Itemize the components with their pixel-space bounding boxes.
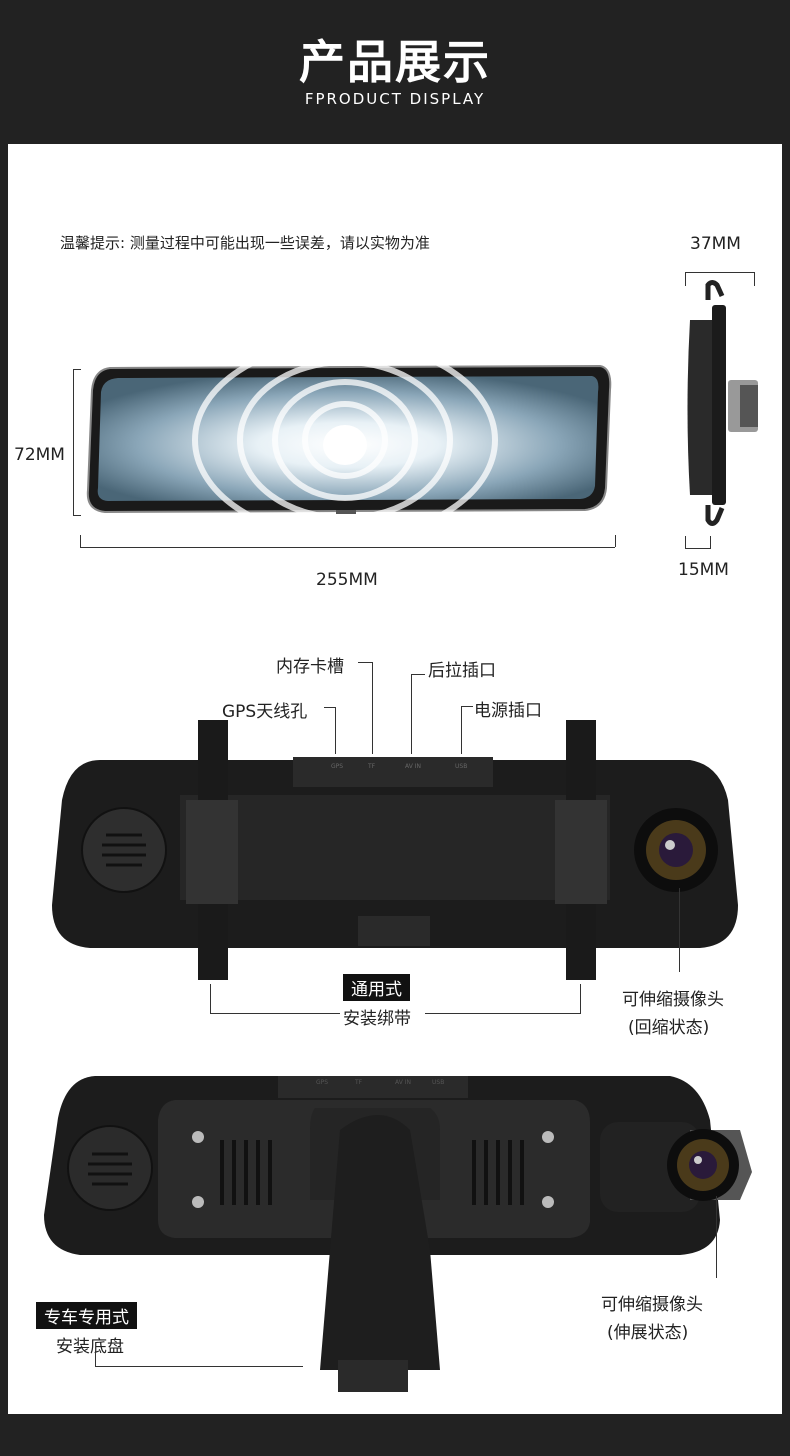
rear-port-leader-h — [411, 674, 425, 675]
port-mark-gps: GPS — [331, 763, 343, 770]
camera-retracted-state: (回缩状态) — [628, 1018, 710, 1038]
front-mirror-illustration — [86, 339, 612, 541]
strap-bracket-left-h — [210, 1013, 340, 1014]
power-leader-v — [461, 706, 462, 754]
camera-extended-state: (伸展状态) — [607, 1323, 689, 1343]
mount-port-mark-tf: TF — [354, 1079, 363, 1086]
rear-view-illustration: GPS TF AV IN USB — [52, 720, 738, 980]
port-mark-tf: TF — [367, 763, 376, 770]
base-leader-h — [95, 1366, 303, 1367]
gps-leader-h — [324, 707, 336, 708]
side-view-illustration — [687, 280, 758, 526]
rear-port-leader-v — [411, 674, 412, 754]
base-label: 安装底盘 — [56, 1337, 124, 1357]
height-dim-tick-top — [73, 369, 81, 370]
header-banner: 产品展示 FPRODUCT DISPLAY — [0, 0, 790, 143]
width-dimension: 255MM — [316, 570, 378, 590]
strap-type-tag: 通用式 — [343, 974, 410, 1001]
memory-slot-leader-h — [358, 662, 372, 663]
rear-port-label: 后拉插口 — [428, 661, 496, 681]
camera-retracted-leader — [679, 888, 680, 972]
strap-bracket-right-h — [425, 1013, 580, 1014]
gps-leader-v — [335, 707, 336, 754]
strap-label: 安装绑带 — [343, 1009, 411, 1029]
mount-port-mark-usb: USB — [432, 1079, 444, 1086]
depth-bottom-tick-left — [685, 536, 686, 548]
camera-extended-leader — [716, 1196, 717, 1278]
base-type-tag: 专车专用式 — [36, 1302, 137, 1329]
measurement-notice: 温馨提示: 测量过程中可能出现一些误差，请以实物为准 — [60, 234, 430, 252]
camera-retracted-label: 可伸缩摄像头 — [622, 990, 724, 1010]
port-mark-usb: USB — [455, 763, 467, 770]
memory-slot-label: 内存卡槽 — [276, 657, 344, 677]
depth-top-line — [685, 272, 755, 273]
strap-bracket-left-v — [210, 984, 211, 1014]
depth-dimension-bottom: 15MM — [678, 560, 729, 580]
base-leader-v — [95, 1352, 96, 1366]
strap-bracket-right-v — [580, 984, 581, 1014]
power-port-label: 电源插口 — [474, 701, 542, 721]
page-title: 产品展示 — [299, 35, 491, 89]
width-dim-tick-right — [615, 535, 616, 547]
depth-bottom-tick-right — [710, 536, 711, 548]
page-subtitle: FPRODUCT DISPLAY — [304, 90, 486, 108]
power-leader-h — [461, 706, 473, 707]
gps-antenna-label: GPS天线孔 — [222, 702, 308, 722]
mount-port-mark-av: AV IN — [395, 1079, 411, 1086]
depth-top-tick-left — [685, 272, 686, 286]
depth-bottom-line — [685, 548, 711, 549]
camera-extended-label: 可伸缩摄像头 — [601, 1295, 703, 1315]
depth-dimension-top: 37MM — [690, 234, 741, 254]
memory-slot-leader-v — [372, 662, 373, 754]
height-dim-line — [73, 369, 74, 516]
mount-port-mark-gps: GPS — [316, 1079, 328, 1086]
port-mark-av: AV IN — [405, 763, 421, 770]
width-dim-line — [80, 547, 615, 548]
depth-top-tick-right — [754, 272, 755, 286]
height-dim-tick-bottom — [73, 515, 81, 516]
height-dimension: 72MM — [14, 445, 65, 465]
width-dim-tick-left — [80, 535, 81, 547]
